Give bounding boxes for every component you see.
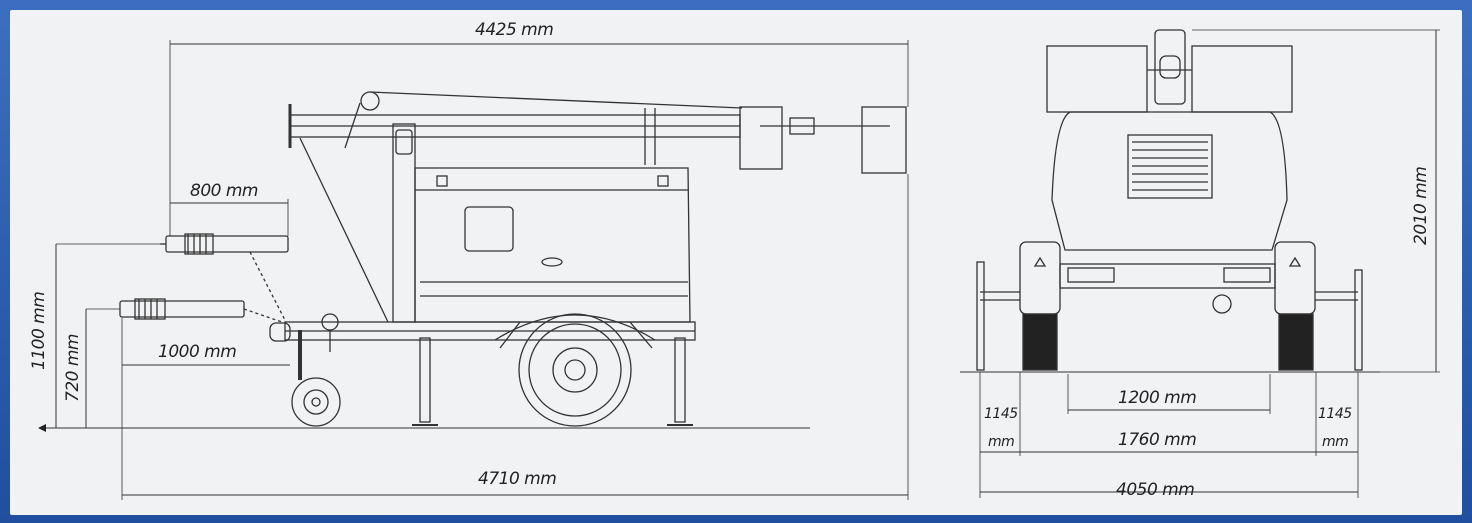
front-view: [960, 29, 1440, 498]
dim-inner-track: 1200 mm: [1118, 388, 1196, 408]
dim-outrigger-right-unit: mm: [1322, 434, 1348, 450]
side-view: [38, 40, 909, 500]
dim-outrigger-left-unit: mm: [988, 434, 1014, 450]
drawing-sheet: [10, 10, 1462, 515]
dim-overall-length-top: 4425 mm: [475, 20, 553, 40]
dim-outrigger-left-value: 1145: [984, 406, 1018, 422]
dim-hitch-height-low: 720 mm: [63, 334, 83, 402]
dim-wheel-track: 1760 mm: [1118, 430, 1196, 450]
dim-hitch-height-high: 1100 mm: [29, 292, 49, 370]
dim-overall-length-bottom: 4710 mm: [478, 469, 556, 489]
dim-hitch-reach: 1000 mm: [158, 342, 236, 362]
dim-overall-width: 4050 mm: [1116, 480, 1194, 500]
dim-drawbar-offset: 800 mm: [190, 181, 258, 201]
dim-outrigger-right-value: 1145: [1318, 406, 1352, 422]
dim-mast-height: 2010 mm: [1411, 167, 1431, 245]
